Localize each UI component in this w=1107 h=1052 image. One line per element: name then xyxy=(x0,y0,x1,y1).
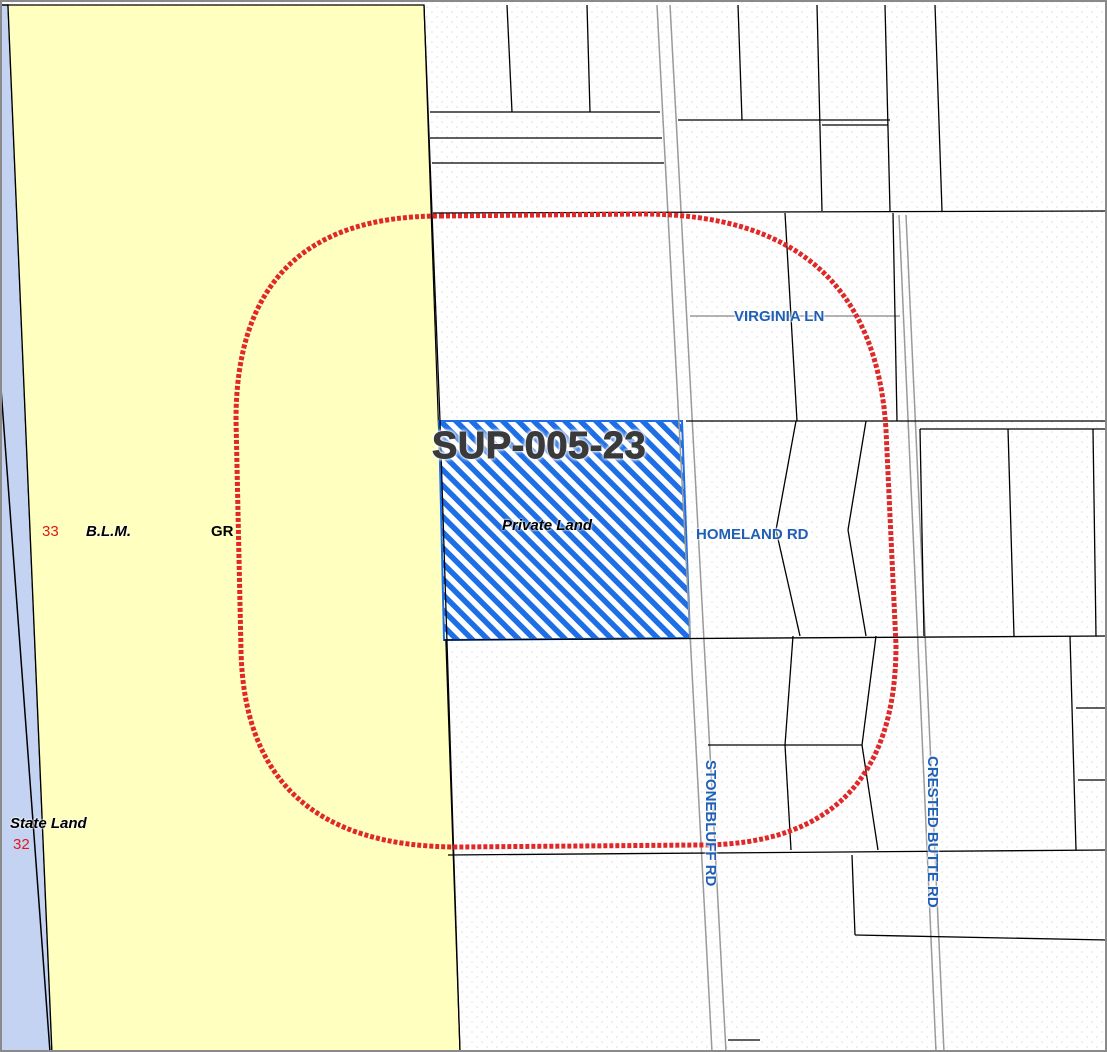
zoning-label-gr: GR xyxy=(211,523,234,540)
blm-land-label: B.L.M. xyxy=(86,523,131,540)
parcel-lines xyxy=(423,4,1107,1052)
road-label-crested-butte-rd: CRESTED BUTTE RD xyxy=(924,756,941,908)
road-label-homeland-rd: HOMELAND RD xyxy=(696,526,809,543)
case-number-label: SUP-005-23 xyxy=(431,425,647,468)
section-number-33: 33 xyxy=(42,523,59,540)
road-lines xyxy=(656,4,945,1052)
notification-buffer xyxy=(233,211,899,850)
road-label-virginia-ln: VIRGINIA LN xyxy=(734,308,825,325)
private-land-label: Private Land xyxy=(502,517,593,534)
state-land-area xyxy=(0,4,53,1052)
section-number-32: 32 xyxy=(13,836,30,853)
road-label-stonebluff-rd: STONEBLUFF RD xyxy=(702,760,719,887)
blm-land-area xyxy=(7,4,461,1052)
state-land-label: State Land xyxy=(10,815,87,832)
section-line-west xyxy=(0,374,51,1052)
